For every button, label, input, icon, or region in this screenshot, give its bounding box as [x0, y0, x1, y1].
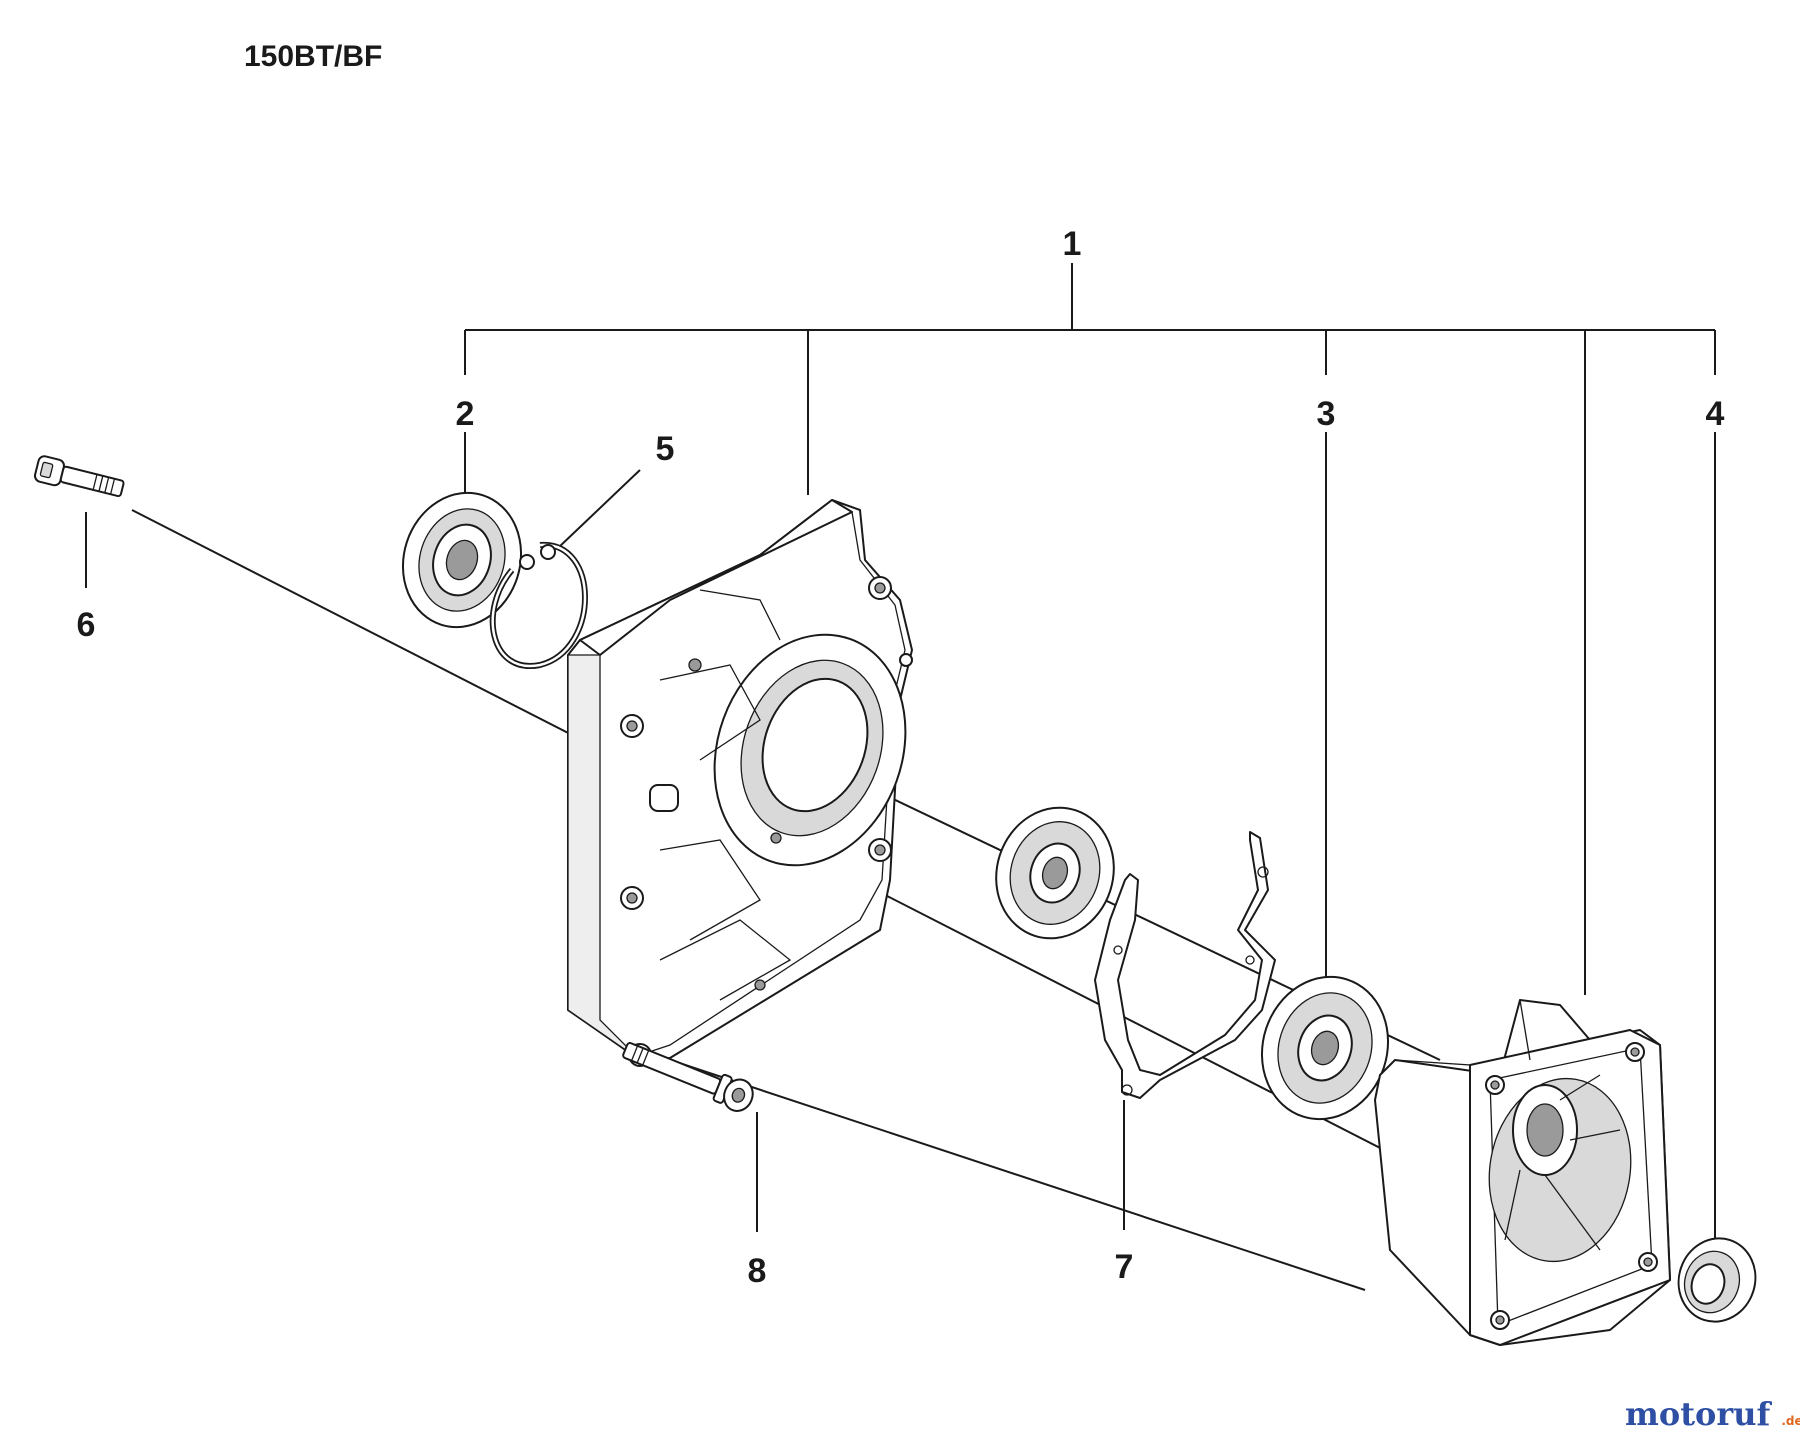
circlip-part-5 [489, 541, 588, 670]
ball-bearing-inner [995, 806, 1115, 940]
motoruf-watermark-logo: motoruf .de [1625, 1395, 1800, 1433]
callout-5: 5 [656, 430, 675, 468]
callout-6: 6 [77, 606, 96, 644]
clutch-housing [1374, 999, 1671, 1346]
screw-part-6 [33, 455, 125, 498]
watermark-suffix: .de [1781, 1414, 1800, 1428]
callout-7: 7 [1115, 1248, 1134, 1286]
model-title: 150BT/BF [244, 40, 382, 73]
callout-8: 8 [748, 1252, 767, 1290]
ball-bearing-part-3 [1260, 975, 1390, 1121]
callout-2: 2 [456, 395, 475, 433]
gasket-part-7 [1094, 831, 1276, 1099]
seal-part-4 [1677, 1237, 1757, 1323]
screw-part-8 [622, 1042, 754, 1112]
seal-part-2 [401, 491, 523, 629]
assembly-bracket [464, 263, 1716, 995]
callout-labels: 1 2 3 4 5 6 7 8 [77, 225, 1725, 1290]
svg-text:motoruf .de: motoruf .de [1625, 1395, 1800, 1433]
callout-1: 1 [1063, 225, 1082, 263]
crankcase-housing [567, 499, 913, 1067]
watermark-text: motoruf [1625, 1395, 1772, 1433]
callout-4: 4 [1706, 395, 1725, 433]
callout-3: 3 [1317, 395, 1336, 433]
